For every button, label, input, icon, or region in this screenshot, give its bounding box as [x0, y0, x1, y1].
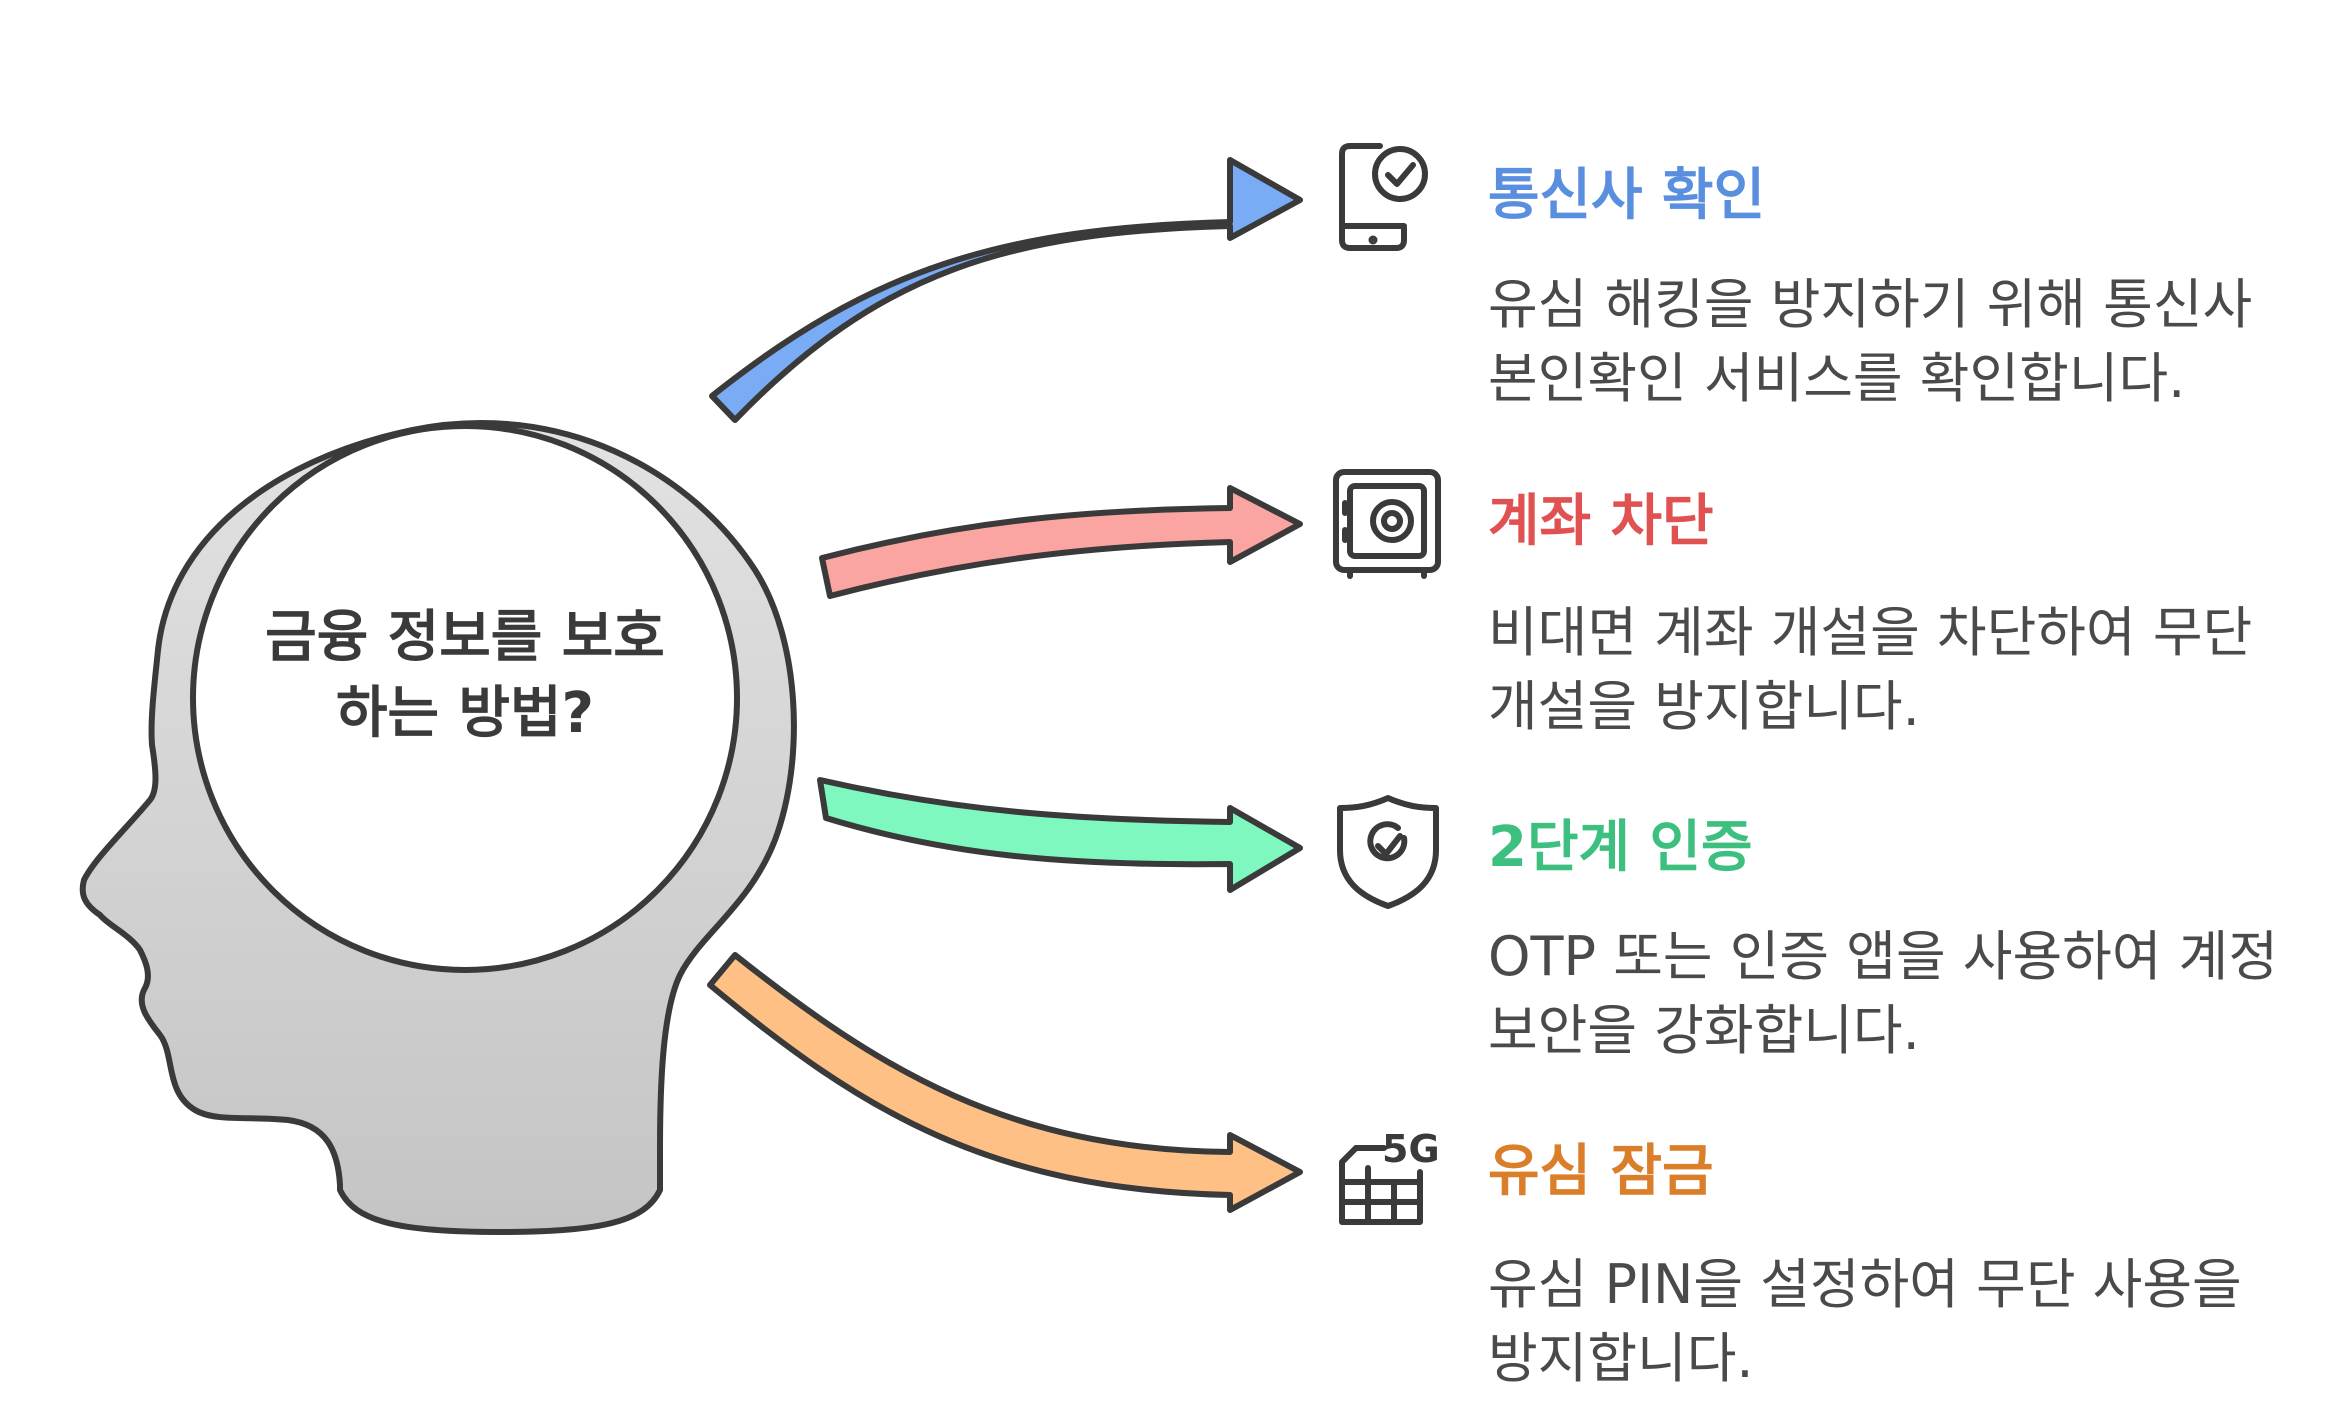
sim-5g-label: 5G: [1382, 1127, 1440, 1171]
arrow-3: [817, 777, 1303, 893]
item-desc-carrier-check: 유심 해킹을 방지하기 위해 통신사 본인확인 서비스를 확인합니다.: [1488, 273, 2253, 410]
item-title-sim-lock: 유심 잠금: [1488, 1139, 1714, 1204]
item-title-carrier-check: 통신사 확인: [1488, 163, 1766, 228]
arrow-1: [709, 157, 1303, 423]
item-desc-two-factor: OTP 또는 인증 앱을 사용하여 계정 보안을 강화합니다.: [1488, 925, 2279, 1062]
safe-icon: [1333, 469, 1441, 579]
head-circle: [190, 423, 740, 973]
central-question-line-1: 금융 정보를 보호: [265, 605, 665, 670]
arrow-4: [707, 952, 1303, 1213]
central-question: 금융 정보를 보호 하는 방법?: [230, 600, 700, 752]
arrow-2: [819, 485, 1303, 599]
sim-5g-icon: [1339, 1145, 1423, 1225]
item-desc-account-block: 비대면 계좌 개설을 차단하여 무단 개설을 방지합니다.: [1488, 601, 2253, 738]
item-title-two-factor: 2단계 인증: [1488, 815, 1753, 880]
item-title-account-block: 계좌 차단: [1488, 489, 1714, 554]
central-question-line-2: 하는 방법?: [335, 681, 595, 746]
item-desc-sim-lock: 유심 PIN을 설정하여 무단 사용을 방지합니다.: [1488, 1253, 2242, 1390]
phone-check-icon: [1339, 143, 1428, 251]
shield-check-icon: [1337, 795, 1439, 909]
